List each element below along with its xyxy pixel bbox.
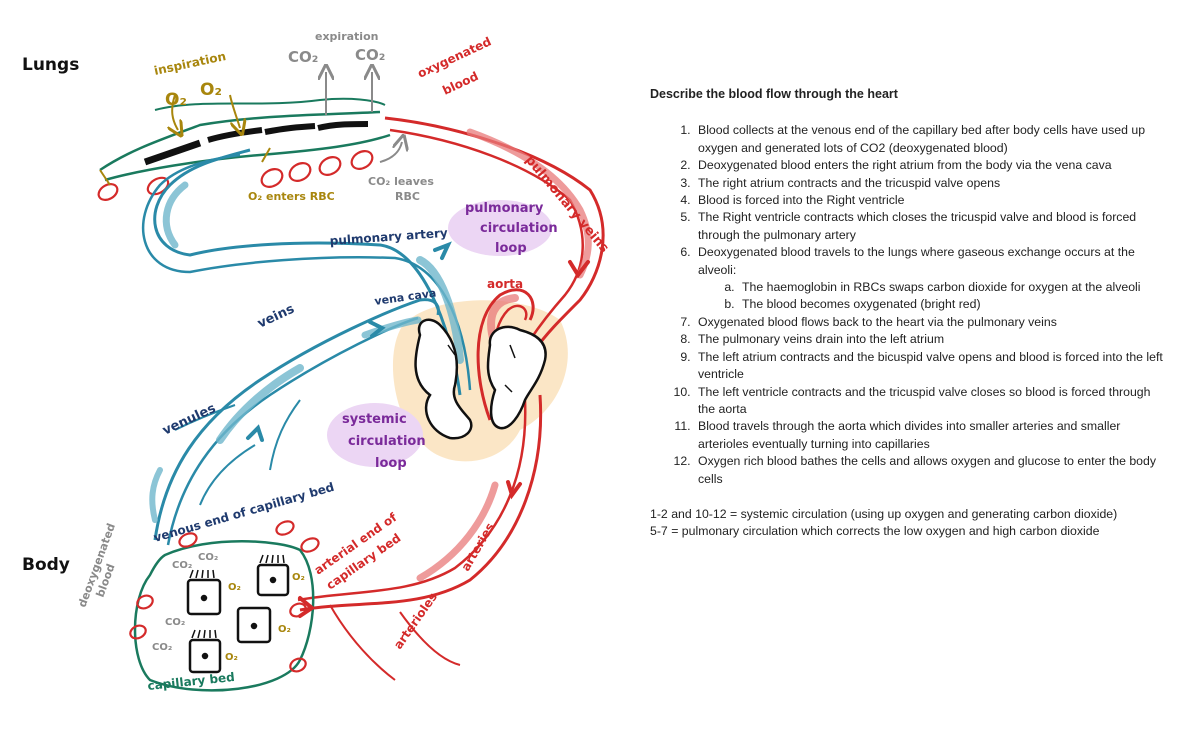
- o2-enters-rbc-label: O₂ enters RBC: [248, 190, 335, 203]
- co2-leaves-label-1: CO₂ leaves: [368, 175, 434, 188]
- summary: 1-2 and 10-12 = systemic circulation (us…: [650, 506, 1170, 541]
- step-item: Blood is forced into the Right ventricle: [694, 192, 1170, 209]
- expiration-label: expiration: [315, 30, 378, 43]
- o2-capillary-label-d: O₂: [225, 652, 238, 663]
- body-label: Body: [22, 555, 70, 575]
- substep-item: The blood becomes oxygenated (bright red…: [738, 296, 1170, 313]
- step-item: Blood collects at the venous end of the …: [694, 122, 1170, 157]
- co2-capillary-label-b: CO₂: [198, 552, 218, 563]
- substep-item: The haemoglobin in RBCs swaps carbon dio…: [738, 279, 1170, 296]
- inspiration-label: inspiration: [153, 49, 227, 78]
- pulmonary-loop-label-1: pulmonary: [465, 201, 544, 216]
- panel-title: Describe the blood flow through the hear…: [650, 87, 898, 101]
- step-item: Deoxygenated blood enters the right atri…: [694, 157, 1170, 174]
- o2-capillary-label-b: O₂: [292, 572, 305, 583]
- body-red-blood-cells: [129, 520, 320, 673]
- pulmonary-veins-vessel: [384, 116, 605, 351]
- systemic-loop-label-2: circulation: [348, 434, 426, 449]
- arteries-vessel: [297, 394, 543, 681]
- pulmonary-artery-vessel: [141, 148, 472, 396]
- lung-red-blood-cells: [97, 150, 374, 201]
- body-cells: [186, 554, 290, 674]
- o2-capillary-label-a: O₂: [228, 582, 241, 593]
- co2-capillary-label-d: CO₂: [165, 617, 185, 628]
- step-item: The left ventricle contracts and the tri…: [694, 384, 1170, 419]
- step-item: Oxygenated blood flows back to the heart…: [694, 314, 1170, 331]
- steps-list: Blood collects at the venous end of the …: [650, 122, 1170, 488]
- summary-pulmonary: 5-7 = pulmonary circulation which correc…: [650, 524, 1100, 539]
- left-heart: [486, 325, 547, 430]
- step-item: Oxygen rich blood bathes the cells and a…: [694, 453, 1170, 488]
- lung-capillary: [99, 97, 391, 182]
- step-item: The right atrium contracts and the tricu…: [694, 175, 1170, 192]
- summary-systemic: 1-2 and 10-12 = systemic circulation (us…: [650, 506, 1118, 521]
- co2-leaves-label-2: RBC: [395, 190, 420, 203]
- loop-highlights: [327, 200, 552, 467]
- co2-label-b: CO₂: [355, 46, 385, 64]
- o2-capillary-label-c: O₂: [278, 624, 291, 635]
- pulmonary-loop-label-3: loop: [495, 241, 527, 256]
- lungs-label: Lungs: [22, 55, 79, 75]
- step-item: The Right ventricle contracts which clos…: [694, 209, 1170, 244]
- body-capillary-bed: [133, 540, 315, 692]
- heart: [414, 318, 547, 440]
- co2-label-a: CO₂: [288, 48, 318, 66]
- step-item: The left atrium contracts and the bicusp…: [694, 349, 1170, 384]
- co2-capillary-label-c: CO₂: [152, 642, 172, 653]
- step-text: Deoxygenated blood travels to the lungs …: [698, 245, 1135, 277]
- pulmonary-loop-label-2: circulation: [480, 221, 558, 236]
- co2-capillary-label-a: CO₂: [172, 560, 192, 571]
- step-item: The pulmonary veins drain into the left …: [694, 331, 1170, 348]
- gas-exchange-arrows: [99, 72, 402, 186]
- description-panel: Describe the blood flow through the hear…: [650, 86, 1170, 541]
- systemic-loop-label-3: loop: [375, 456, 407, 471]
- pulmonary-artery-label: pulmonary artery: [329, 226, 448, 248]
- o2-label-b: O₂: [200, 80, 222, 100]
- oxygenated-blood-label-1: oxygenated: [415, 34, 493, 80]
- right-heart: [414, 318, 473, 440]
- flow-arrows: [246, 241, 590, 618]
- o2-label-a: O₂: [165, 90, 187, 110]
- step-item: Blood travels through the aorta which di…: [694, 418, 1170, 453]
- venous-end-label: venous end of capillary bed: [152, 480, 336, 545]
- veins-vessel: [149, 298, 440, 546]
- step-item: Deoxygenated blood travels to the lungs …: [694, 244, 1170, 314]
- veins-label: veins: [255, 302, 297, 332]
- venules-label: venules: [160, 401, 218, 439]
- aorta-label: aorta: [487, 277, 523, 291]
- systemic-loop-label-1: systemic: [342, 412, 407, 427]
- substeps-list: The haemoglobin in RBCs swaps carbon dio…: [698, 279, 1170, 314]
- oxygenated-blood-label-2: blood: [440, 69, 480, 98]
- blood-circulation-diagram: Lungs Body inspiration O₂ O₂ expiration …: [22, 30, 612, 693]
